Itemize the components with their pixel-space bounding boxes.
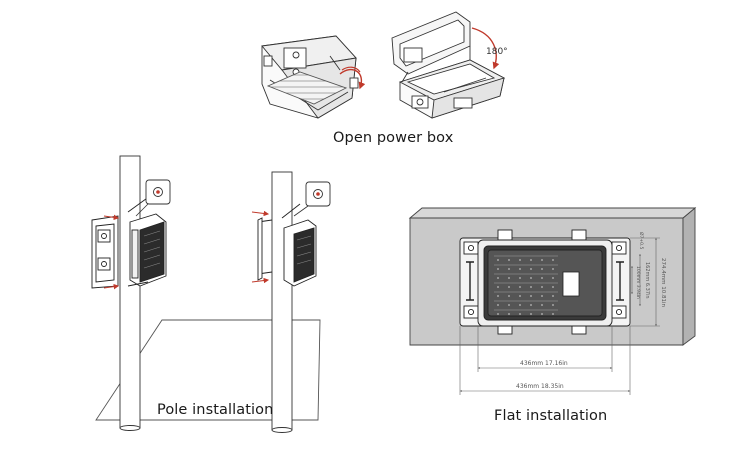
pole-2 xyxy=(271,171,293,433)
rotation-arrow-left xyxy=(339,69,366,90)
closed-box-illustration xyxy=(261,35,359,119)
rotation-angle-label: 180° xyxy=(486,47,508,57)
fin-dot xyxy=(552,295,554,297)
fin-dot xyxy=(508,295,510,297)
fin-dot xyxy=(508,268,510,270)
fin-dot xyxy=(519,304,521,306)
fin-dot xyxy=(508,259,510,261)
zoom-callout-2 xyxy=(293,181,331,217)
fin-dot xyxy=(519,268,521,270)
fin-dot xyxy=(497,268,499,270)
zoom-callout-1 xyxy=(135,179,171,217)
fin-dot xyxy=(541,268,543,270)
pole-1 xyxy=(119,155,141,431)
fin-dot xyxy=(530,277,532,279)
fin-dot xyxy=(508,313,510,315)
dim-height-small: 100mm 3.94in xyxy=(635,266,641,299)
label-plate xyxy=(562,271,580,297)
dim-height-outer: 274.4mm 10.81in xyxy=(660,258,666,307)
pole-mounted-box-1 xyxy=(91,195,167,289)
fin-dot xyxy=(508,286,510,288)
fin-dot xyxy=(552,286,554,288)
fin-dot xyxy=(497,277,499,279)
fin-dot xyxy=(497,259,499,261)
fin-dot xyxy=(552,277,554,279)
heatsink-fins xyxy=(494,255,558,315)
fin-dot xyxy=(552,304,554,306)
fin-dot xyxy=(497,286,499,288)
fin-dot xyxy=(541,304,543,306)
caption-open-power-box: Open power box xyxy=(333,130,454,146)
mount-arrows-1 xyxy=(103,214,120,290)
mount-arrows-2 xyxy=(251,210,270,284)
fin-dot xyxy=(552,313,554,315)
fin-dot xyxy=(530,313,532,315)
dim-width-outer: 436mm 18.35in xyxy=(516,383,564,390)
fin-dot xyxy=(519,313,521,315)
fin-dot xyxy=(508,304,510,306)
flat-mounted-box xyxy=(459,229,631,335)
rotation-arrow-180 xyxy=(471,27,500,70)
caption-flat-installation: Flat installation xyxy=(494,408,608,424)
floor-plane xyxy=(95,319,321,421)
dim-height-inner: 162mm 6.37in xyxy=(644,262,650,299)
fin-dot xyxy=(552,259,554,261)
fin-dot xyxy=(497,304,499,306)
fin-dot xyxy=(519,277,521,279)
dimension-lines xyxy=(459,237,660,395)
dim-width-inner: 436mm 17.16in xyxy=(520,360,568,367)
fin-dot xyxy=(497,313,499,315)
fin-dot xyxy=(541,295,543,297)
fin-dot xyxy=(519,259,521,261)
fin-dot xyxy=(530,304,532,306)
opened-box-illustration xyxy=(391,11,506,119)
caption-pole-installation: Pole installation xyxy=(157,402,274,418)
fin-dot xyxy=(508,277,510,279)
fin-dot xyxy=(552,268,554,270)
fin-dot xyxy=(530,286,532,288)
fin-dot xyxy=(530,295,532,297)
fin-dot xyxy=(519,286,521,288)
fin-dot xyxy=(541,277,543,279)
fin-dot xyxy=(541,286,543,288)
dim-hole: Ø7+0.5 xyxy=(638,232,645,249)
pole-mounted-box-2 xyxy=(257,203,317,287)
fin-dot xyxy=(519,295,521,297)
fin-dot xyxy=(530,259,532,261)
fin-dot xyxy=(497,295,499,297)
fin-dot xyxy=(530,268,532,270)
fin-dot xyxy=(541,313,543,315)
fin-dot xyxy=(541,259,543,261)
